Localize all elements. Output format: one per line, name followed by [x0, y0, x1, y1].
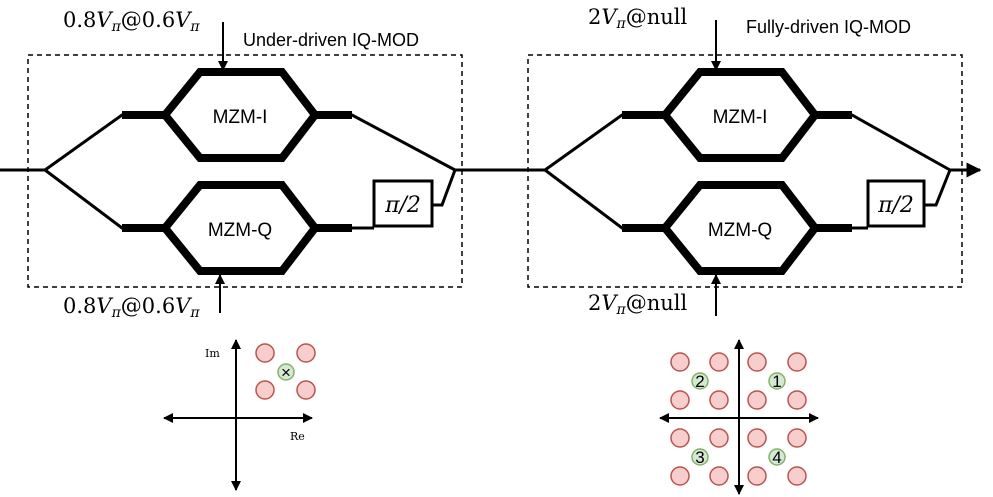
left-centroid-marker: × [281, 363, 291, 382]
left-phase-shifter [372, 179, 434, 228]
right-mzm-i [659, 68, 821, 162]
left-mzm-i-label: MZM-I [213, 107, 268, 128]
right-constellation: 1 2 3 4 [659, 339, 819, 495]
right-iq-modulator: MZM-I MZM-Q π/2 2Vπ@null 2Vπ@null Fully-… [527, 5, 963, 318]
right-point [709, 390, 729, 410]
right-top-drive-label: 2Vπ@null [588, 5, 688, 32]
left-constellation: Im Re × [163, 339, 316, 491]
right-phase-shifter [866, 179, 926, 228]
left-modulator-boundary [27, 54, 463, 288]
right-point [787, 390, 807, 410]
right-point [787, 428, 807, 448]
right-centroid-3 [691, 448, 709, 466]
right-point [747, 352, 767, 372]
left-modulator-title: Under-driven IQ-MOD [243, 30, 419, 50]
right-quadrant-label-4: 4 [772, 448, 781, 467]
right-point [709, 428, 729, 448]
right-mzm-q-label: MZM-Q [708, 220, 772, 241]
right-mzm-i-label: MZM-I [713, 107, 768, 128]
right-point [747, 428, 767, 448]
right-point [787, 466, 807, 486]
right-point [670, 466, 690, 486]
left-point [296, 380, 316, 400]
left-point [255, 380, 275, 400]
right-point [709, 466, 729, 486]
left-centroid [277, 363, 295, 381]
right-point [747, 390, 767, 410]
right-modulator-title: Fully-driven IQ-MOD [746, 17, 911, 37]
right-thick-stubs [622, 111, 852, 232]
left-re-label: Re [290, 430, 305, 443]
left-phase-shifter-label: π/2 [384, 193, 421, 218]
left-point [296, 343, 316, 363]
right-point [709, 352, 729, 372]
left-bottom-drive-label: 0.8Vπ@0.6Vπ [63, 294, 200, 321]
right-point [670, 352, 690, 372]
left-point [255, 343, 275, 363]
right-bottom-drive-label: 2Vπ@null [588, 291, 688, 318]
left-im-label: Im [205, 347, 220, 360]
right-quadrant-label-1: 1 [772, 372, 781, 391]
right-centroids [691, 372, 786, 466]
right-centroid-4 [768, 448, 786, 466]
left-mzm-q [159, 181, 321, 275]
right-quadrant-labels: 1 2 3 4 [695, 372, 781, 467]
right-point [747, 466, 767, 486]
right-centroid-2 [691, 372, 709, 390]
right-point [787, 352, 807, 372]
right-modulator-boundary [527, 54, 963, 288]
right-constellation-points [670, 352, 807, 486]
right-mzm-q [659, 181, 821, 275]
right-point [670, 390, 690, 410]
right-quadrant-label-3: 3 [695, 448, 704, 467]
left-thick-stubs [122, 111, 352, 232]
right-quadrant-label-2: 2 [695, 372, 704, 391]
left-mzm-q-label: MZM-Q [208, 220, 272, 241]
left-constellation-points [255, 343, 316, 400]
right-centroid-1 [768, 372, 786, 390]
left-mzm-i [159, 68, 321, 162]
left-top-drive-label: 0.8Vπ@0.6Vπ [63, 8, 200, 35]
right-point [670, 428, 690, 448]
left-iq-modulator: MZM-I MZM-Q π/2 0.8Vπ@0.6Vπ 0.8Vπ@0.6Vπ … [27, 8, 463, 321]
right-phase-shifter-label: π/2 [877, 193, 914, 218]
